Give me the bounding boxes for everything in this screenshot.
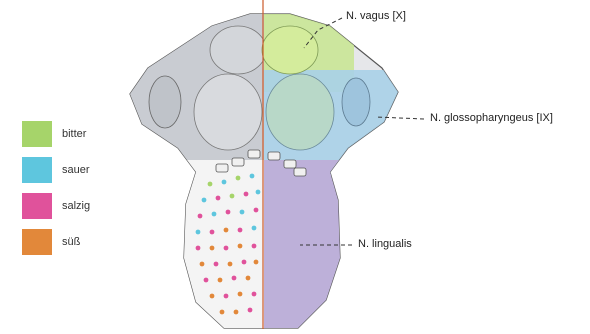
label-vagus: N. vagus [X] — [346, 10, 406, 22]
label-glossopharyngeus: N. glossopharyngeus [IX] — [430, 112, 553, 124]
legend-swatch — [22, 121, 52, 147]
legend-item-suess: süß — [22, 229, 90, 255]
legend-label: süß — [62, 236, 80, 248]
taste-legend: bitter sauer salzig süß — [22, 121, 90, 265]
legend-label: bitter — [62, 128, 86, 140]
legend-swatch — [22, 157, 52, 183]
legend-item-bitter: bitter — [22, 121, 90, 147]
legend-label: sauer — [62, 164, 90, 176]
legend-label: salzig — [62, 200, 90, 212]
legend-item-salzig: salzig — [22, 193, 90, 219]
legend-swatch — [22, 193, 52, 219]
label-lingualis: N. lingualis — [358, 238, 412, 250]
legend-item-sauer: sauer — [22, 157, 90, 183]
legend-swatch — [22, 229, 52, 255]
